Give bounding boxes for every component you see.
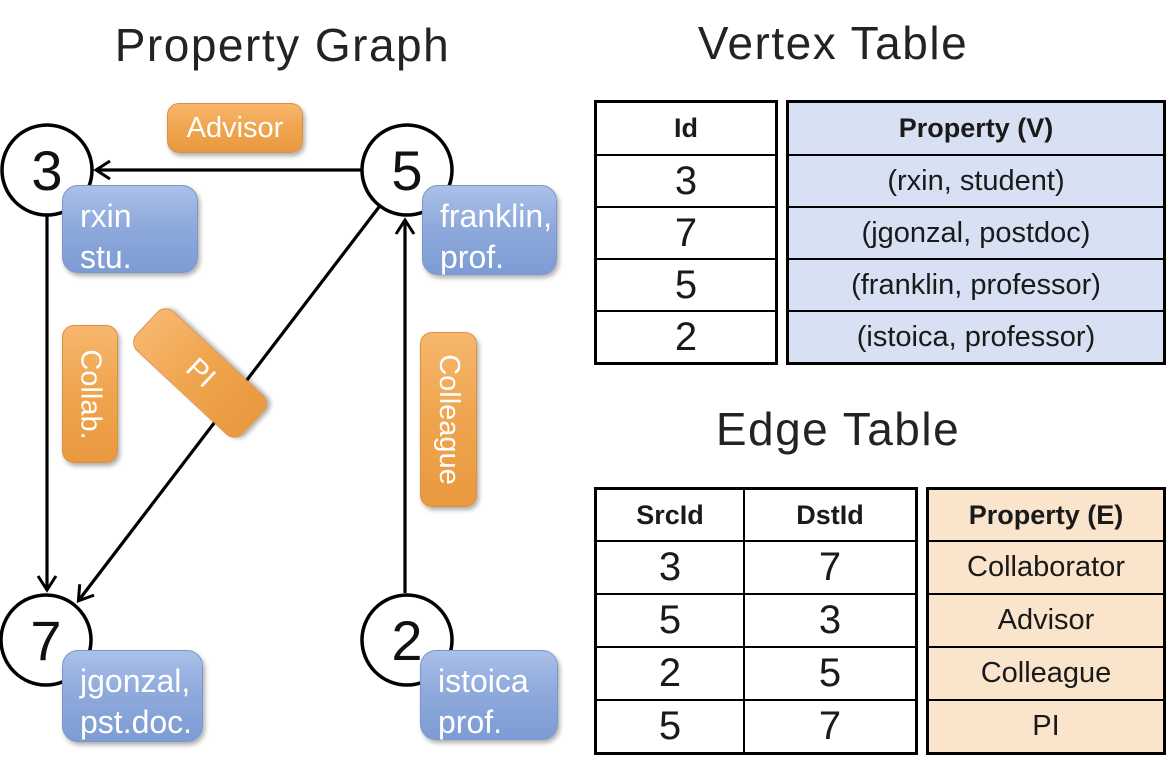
vertex-prop-3: rxin stu. (62, 185, 198, 275)
table-cell: Advisor (929, 595, 1163, 646)
vertex-table: Id 3 7 5 2 Property (V) (rxin, student) … (594, 100, 1166, 365)
table-cell: 3 (674, 158, 698, 203)
vertex-table-property-column: Property (V) (rxin, student) (jgonzal, p… (786, 100, 1166, 365)
edge-label-advisor: Advisor (167, 103, 303, 153)
table-cell: PI (929, 701, 1163, 752)
vertex-prop-7-line2: pst.doc. (80, 704, 193, 740)
vertex-table-id-header: Id (674, 113, 698, 143)
table-cell: 5 (674, 262, 698, 307)
table-cell: 5 (743, 648, 915, 699)
edge-table-property-column: Property (E) Collaborator Advisor Collea… (926, 487, 1166, 755)
vertex-prop-5: franklin, prof. (422, 185, 557, 275)
edge-label-colleague: Colleague (420, 332, 477, 507)
edge-table-ids-columns: SrcId DstId 3 7 5 3 2 5 5 7 (594, 487, 918, 755)
vertex-table-title: Vertex Table (697, 17, 969, 69)
edge-table: SrcId DstId 3 7 5 3 2 5 5 7 Property (E)… (594, 487, 1166, 755)
vertex-table-property-header: Property (V) (789, 103, 1163, 154)
vertex-id-7: 7 (30, 608, 62, 672)
vertex-prop-3-line1: rxin (80, 198, 132, 234)
table-cell: (istoica, professor) (789, 312, 1163, 362)
table-cell: (franklin, professor) (789, 260, 1163, 310)
edge-label-colleague-text: Colleague (433, 354, 466, 485)
vertex-prop-5-line1: franklin, (440, 198, 553, 234)
table-cell: 7 (674, 210, 698, 255)
edge-table-src-header: SrcId (636, 499, 704, 530)
edge-label-advisor-text: Advisor (186, 111, 284, 144)
table-cell: 7 (743, 701, 915, 752)
vertex-prop-7-line1: jgonzal, (80, 663, 191, 699)
vertex-id-5: 5 (391, 138, 423, 202)
vertex-id-3: 3 (31, 138, 63, 202)
vertex-prop-3-line2: stu. (80, 239, 132, 275)
table-cell: Collaborator (929, 542, 1163, 593)
property-graph-title: Property Graph (114, 19, 451, 71)
edge-table-title: Edge Table (715, 403, 961, 455)
edge-table-dst-header: DstId (743, 490, 915, 540)
vertex-prop-2-line1: istoica (438, 663, 529, 699)
table-cell: 3 (658, 545, 682, 589)
vertex-id-2: 2 (391, 608, 423, 672)
table-cell: (jgonzal, postdoc) (789, 208, 1163, 258)
table-cell: 2 (674, 314, 698, 359)
table-cell: Colleague (929, 648, 1163, 699)
vertex-prop-2: istoica prof. (420, 650, 558, 740)
edge-label-collab: Collab. (62, 325, 118, 463)
table-cell: 2 (658, 651, 682, 695)
table-cell: 7 (743, 542, 915, 593)
vertex-prop-5-line2: prof. (440, 239, 505, 275)
vertex-prop-2-line2: prof. (438, 704, 503, 740)
vertex-table-id-column: Id 3 7 5 2 (594, 100, 778, 365)
table-cell: 3 (743, 595, 915, 646)
table-cell: (rxin, student) (789, 156, 1163, 206)
edge-label-pi-text: PI (179, 351, 222, 394)
edge-table-property-header: Property (E) (929, 490, 1163, 540)
table-cell: 5 (658, 598, 682, 642)
vertex-prop-7: jgonzal, pst.doc. (62, 650, 203, 742)
table-cell: 5 (658, 704, 682, 748)
edge-label-collab-text: Collab. (74, 348, 107, 440)
